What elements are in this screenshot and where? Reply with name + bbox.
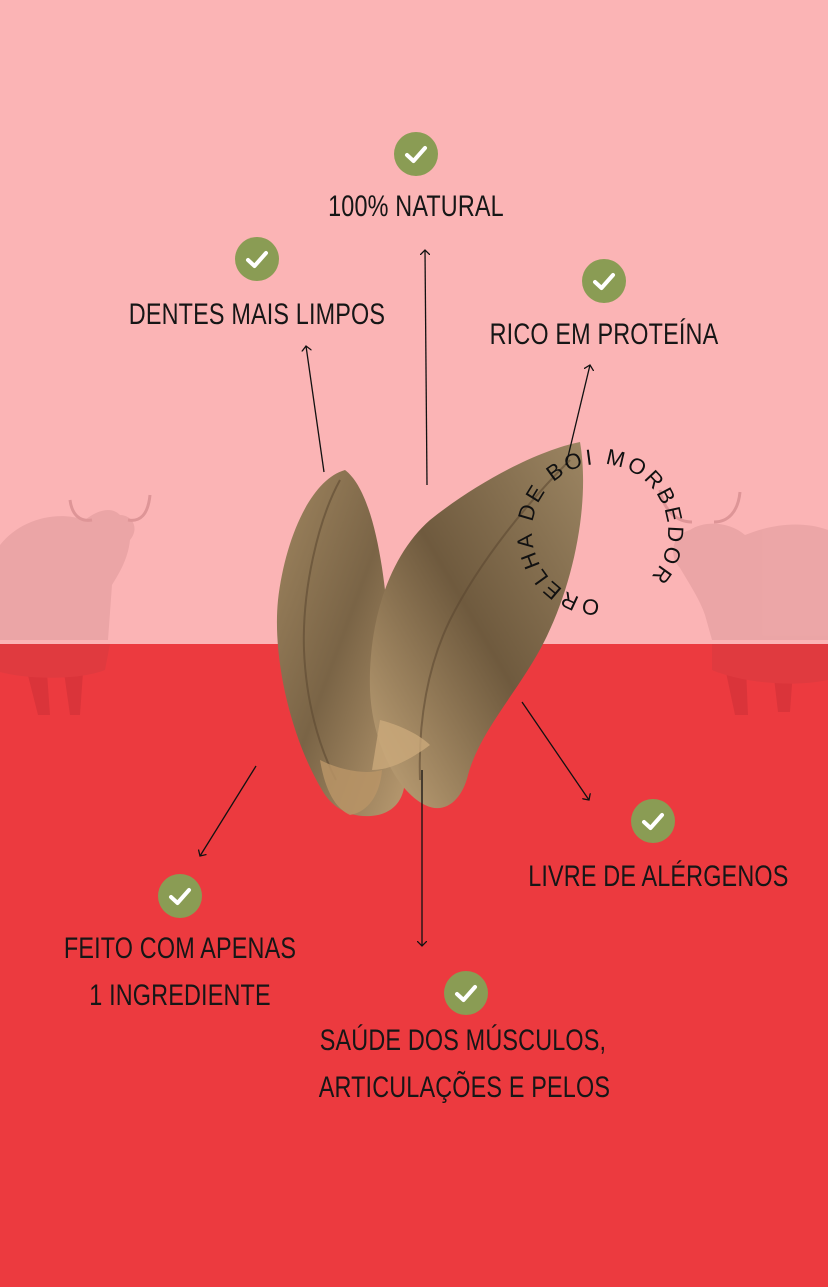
benefit-ingredient-line1: FEITO COM APENAS bbox=[63, 932, 297, 965]
arrow-protein bbox=[565, 365, 590, 466]
check-circle-icon bbox=[444, 971, 488, 1015]
benefit-allergens: LIVRE DE ALÉRGENOS bbox=[528, 860, 789, 893]
check-circle-icon bbox=[235, 237, 279, 281]
check-circle-icon bbox=[158, 874, 202, 918]
check-circle-icon bbox=[631, 799, 675, 843]
check-circle-icon bbox=[394, 132, 438, 176]
arrow-natural bbox=[425, 250, 427, 486]
benefit-health-line1: SAÚDE DOS MÚSCULOS, bbox=[319, 1024, 607, 1057]
benefit-protein: RICO EM PROTEÍNA bbox=[489, 318, 719, 351]
arrow-ingredient bbox=[200, 765, 257, 856]
bull-right-illustration bbox=[658, 489, 828, 715]
check-circle-icon bbox=[582, 259, 626, 303]
benefit-teeth: DENTES MAIS LIMPOS bbox=[128, 298, 386, 331]
benefit-natural: 100% NATURAL bbox=[328, 190, 504, 223]
bull-left-illustration bbox=[0, 494, 152, 715]
arrow-allergens bbox=[521, 701, 589, 800]
arrows bbox=[200, 250, 590, 946]
ox-ear-chew-image bbox=[276, 442, 584, 817]
benefit-health-line2: ARTICULAÇÕES E PELOS bbox=[318, 1071, 611, 1104]
benefit-ingredient-line2: 1 INGREDIENTE bbox=[89, 979, 271, 1012]
arrow-teeth bbox=[306, 346, 325, 473]
